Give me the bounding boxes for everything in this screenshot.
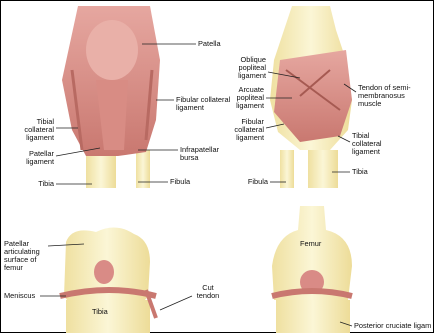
label-arcuate-popliteal-ligament: Arcuate popliteal ligament (222, 86, 264, 110)
label-fibula-back: Fibula (222, 178, 268, 186)
articular-knee-drawing (60, 227, 156, 333)
label-fibular-collateral-ligament-back: Fibular collateral ligament (222, 118, 264, 142)
patella-shape (86, 20, 138, 80)
label-tendon-semimembranosus: Tendon of semi- membranosus muscle (358, 84, 411, 108)
posterior-articular-drawing (272, 206, 352, 333)
tibia-shaft-back (308, 150, 338, 188)
tibia-plateau (66, 300, 150, 333)
label-posterior-cruciate-ligament: Posterior cruciate ligam (354, 322, 431, 330)
label-patellar-articulating-surface: Patellar articulating surface of femur (4, 240, 40, 272)
label-cut-tendon: Cut tendon (194, 284, 222, 300)
label-tibial-collateral-ligament-back: Tibial collateral ligament (352, 132, 382, 156)
anterior-knee-drawing (62, 6, 160, 188)
label-tibia-front: Tibia (10, 180, 54, 188)
posterior-knee-drawing (270, 6, 352, 188)
label-femur: Femur (300, 240, 321, 248)
label-infrapatellar-bursa: Infrapatellar bursa (180, 146, 219, 162)
label-tibia-back: Tibia (352, 168, 368, 176)
label-tibia-lower: Tibia (92, 308, 108, 316)
label-patellar-ligament: Patellar ligament (10, 150, 54, 166)
label-meniscus: Meniscus (4, 292, 35, 300)
label-tibial-collateral-ligament-front: Tibial collateral ligament (10, 118, 54, 142)
cruciate-front (94, 260, 114, 284)
tibia-posterior (276, 300, 350, 333)
label-fibula-front: Fibula (170, 178, 190, 186)
label-patella: Patella (198, 40, 221, 48)
label-oblique-popliteal-ligament: Oblique popliteal ligament (222, 56, 266, 80)
